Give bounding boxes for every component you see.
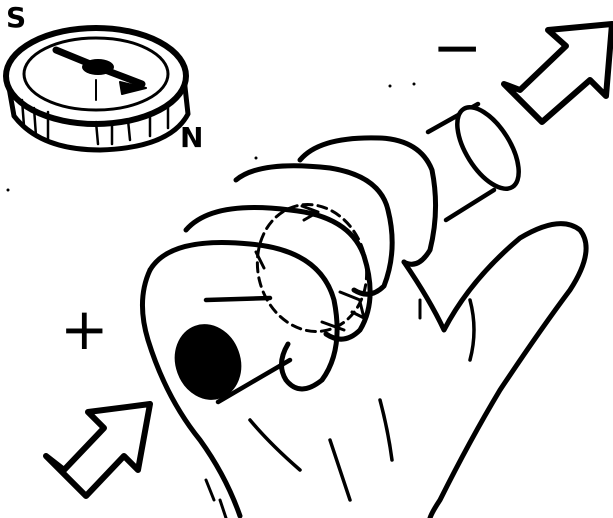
compass-north-label: N — [180, 124, 203, 152]
arrow-out-icon — [504, 24, 612, 122]
compass-icon — [6, 28, 188, 150]
positive-polarity-label: + — [60, 300, 109, 358]
wire-icon — [167, 97, 531, 406]
compass-south-label: S — [6, 4, 26, 32]
negative-polarity-label: − — [432, 18, 482, 78]
arrow-in-icon — [46, 404, 150, 496]
